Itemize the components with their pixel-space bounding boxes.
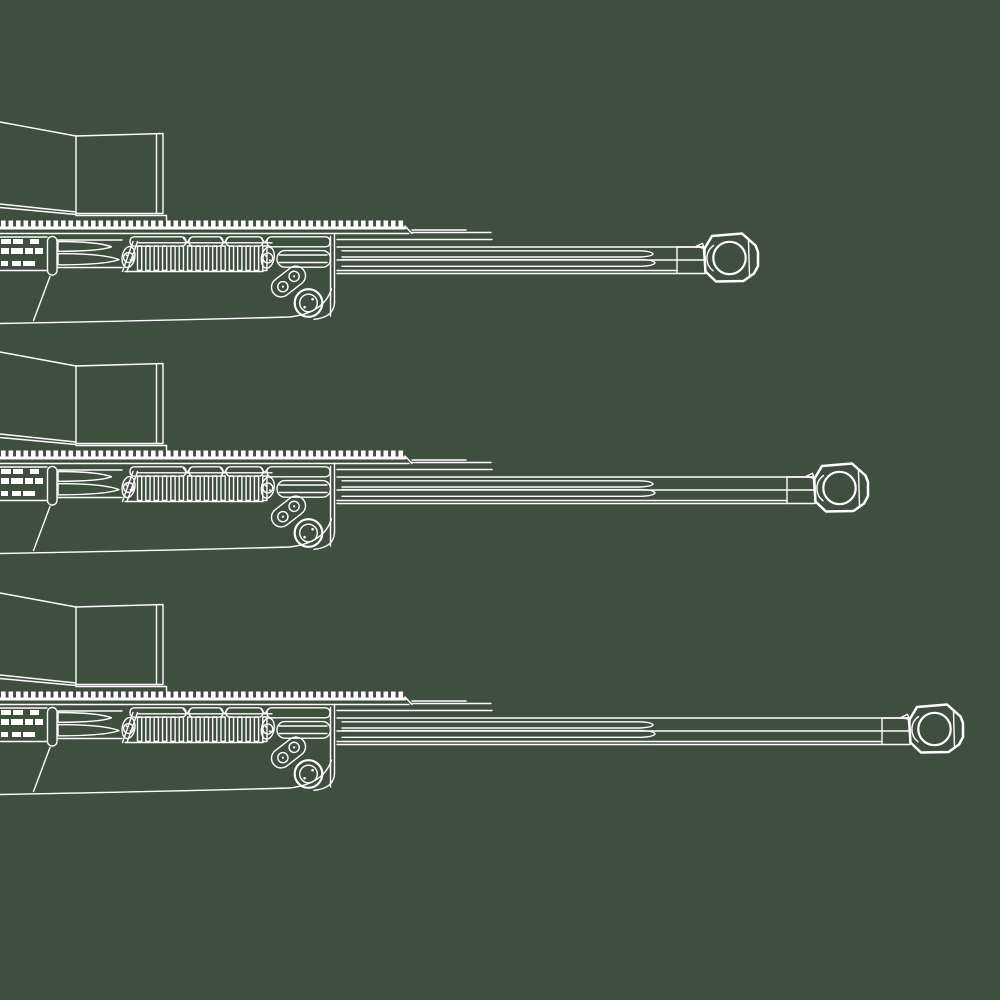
device-long-barrel xyxy=(0,591,965,796)
ring-inner-arc xyxy=(816,474,825,502)
muzzle-ring xyxy=(907,703,965,754)
collar-hook xyxy=(900,713,910,721)
ring-bore xyxy=(822,470,857,506)
ring-facet xyxy=(952,710,956,749)
ring-facet xyxy=(857,469,861,508)
collar-hook xyxy=(695,242,705,250)
barrel xyxy=(336,242,706,275)
ring-bore xyxy=(917,711,952,747)
muzzle-ring xyxy=(812,462,870,513)
ring-inner-arc xyxy=(911,715,920,743)
ring-octagon xyxy=(702,232,760,283)
ring-bore xyxy=(712,240,747,276)
collar-hook xyxy=(805,472,815,480)
device-short-barrel xyxy=(0,120,760,325)
ring-octagon xyxy=(812,462,870,513)
ring-octagon xyxy=(907,703,965,754)
ring-facet xyxy=(747,239,751,278)
barrel xyxy=(336,472,816,505)
ring-inner-arc xyxy=(706,244,715,272)
muzzle-ring xyxy=(702,232,760,283)
device-medium-barrel xyxy=(0,350,870,555)
